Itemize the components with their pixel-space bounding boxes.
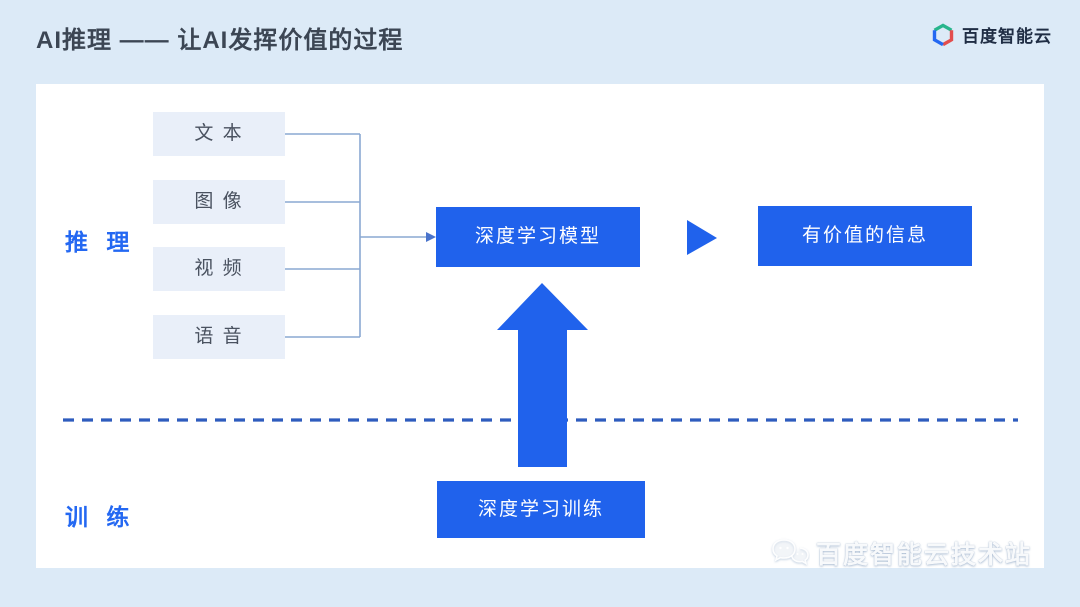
baidu-cloud-hexagon-icon [931,22,955,47]
page-title: AI推理 —— 让AI发挥价值的过程 [36,27,404,54]
output-box: 有价值的信息 [758,206,972,266]
connector-lines [63,133,1018,467]
brand-logo: 百度智能云 [931,22,1052,47]
up-arrow-icon [497,283,588,467]
input-box-video: 视 频 [153,247,285,291]
chat-bubbles-icon [770,536,810,570]
training-section-label: 训 练 [65,504,136,530]
watermark-text: 百度智能云技术站 [816,541,1033,569]
input-box-text: 文 本 [153,112,285,156]
watermark: 百度智能云技术站 [770,535,1032,571]
model-box: 深度学习模型 [436,207,640,267]
input-box-audio: 语 音 [153,315,285,359]
brand-name: 百度智能云 [962,27,1052,46]
training-box: 深度学习训练 [437,481,645,538]
arrowhead-icon [426,232,436,242]
diagram-canvas: 推 理 文 本 图 像 视 频 语 音 深度学习模型 有价值的信息 训 练 深度… [36,84,1044,568]
input-box-image: 图 像 [153,180,285,224]
flow-triangle-icon [687,220,717,255]
inference-section-label: 推 理 [65,229,136,255]
